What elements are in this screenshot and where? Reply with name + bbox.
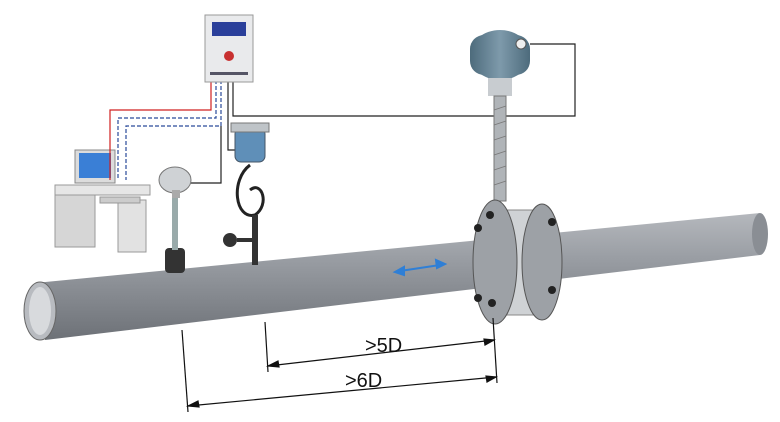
temperature-sensor: [158, 166, 192, 273]
dimension-label-5d: >5D: [365, 335, 402, 357]
pressure-transmitter: [223, 122, 270, 265]
flow-direction-arrow: [392, 258, 448, 277]
dimension-label-6d: >6D: [345, 370, 382, 392]
pipe: [23, 213, 768, 341]
dimension-lines: [181, 317, 498, 413]
display-control-cabinet: [204, 14, 254, 83]
vortex-flowmeter: [470, 30, 563, 325]
computer-workstation: [54, 149, 151, 253]
